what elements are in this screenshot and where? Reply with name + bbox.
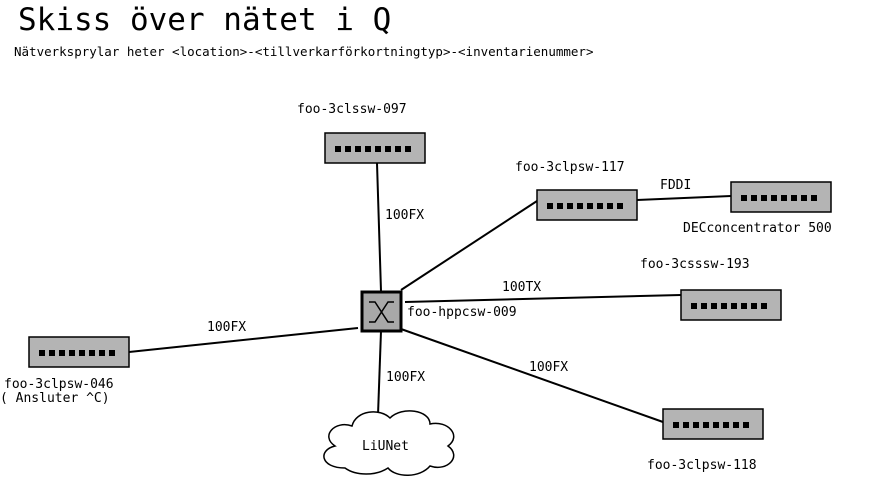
switch-icon: [369, 301, 394, 323]
label-sw193: foo-3csssw-193: [640, 257, 750, 272]
link-label-046: 100FX: [207, 320, 246, 335]
port-icon: [711, 303, 717, 309]
diagram-title: Skiss över nätet i Q: [18, 2, 391, 38]
device-foo-3clssw-097[interactable]: [324, 132, 426, 164]
diagram-subtitle: Nätverksprylar heter <location>-<tillver…: [14, 44, 593, 59]
cloud-label: LiUNet: [362, 439, 409, 454]
link-label-193: 100TX: [502, 280, 541, 295]
cloud-icon: [323, 410, 455, 476]
link-core-118: [400, 328, 664, 423]
port-icon: [731, 303, 737, 309]
cloud-liunet[interactable]: LiUNet: [323, 410, 455, 476]
port-icon: [395, 146, 401, 152]
port-icon: [99, 350, 105, 356]
port-icon: [617, 203, 623, 209]
port-icon: [721, 303, 727, 309]
port-icon: [79, 350, 85, 356]
port-icon: [335, 146, 341, 152]
port-icon: [39, 350, 45, 356]
link-label-liunet: 100FX: [386, 370, 425, 385]
port-icon: [683, 422, 689, 428]
port-icon: [691, 303, 697, 309]
port-icon: [587, 203, 593, 209]
port-icon: [751, 303, 757, 309]
device-foo-hppcsw-009[interactable]: [360, 290, 403, 333]
port-icon: [345, 146, 351, 152]
port-icon: [375, 146, 381, 152]
label-sw046-note: ( Ansluter ^C): [0, 391, 110, 406]
port-icon: [69, 350, 75, 356]
port-icon: [547, 203, 553, 209]
link-core-046: [128, 327, 359, 353]
port-icon: [703, 422, 709, 428]
port-icon: [577, 203, 583, 209]
port-icon: [781, 195, 787, 201]
port-icon: [791, 195, 797, 201]
port-icon: [761, 195, 767, 201]
port-icon: [733, 422, 739, 428]
port-icon: [771, 195, 777, 201]
device-decconcentrator-500[interactable]: [730, 181, 832, 213]
port-icon: [741, 303, 747, 309]
port-icon: [607, 203, 613, 209]
label-dec: DECconcentrator 500: [683, 221, 832, 236]
label-sw046: foo-3clpsw-046: [4, 377, 114, 392]
label-sw117: foo-3clpsw-117: [515, 160, 625, 175]
link-label-097: 100FX: [385, 208, 424, 223]
link-label-fddi: FDDI: [660, 178, 691, 193]
link-core-097: [376, 162, 382, 292]
device-foo-3clpsw-118[interactable]: [662, 408, 764, 440]
port-icon: [741, 195, 747, 201]
port-icon: [567, 203, 573, 209]
port-icon: [713, 422, 719, 428]
link-core-193: [404, 294, 682, 303]
port-icon: [743, 422, 749, 428]
port-icon: [89, 350, 95, 356]
device-foo-3csssw-193[interactable]: [680, 289, 782, 321]
port-icon: [761, 303, 767, 309]
port-icon: [811, 195, 817, 201]
port-icon: [109, 350, 115, 356]
port-icon: [751, 195, 757, 201]
link-core-liunet: [377, 330, 382, 416]
link-core-117: [400, 200, 538, 291]
port-icon: [405, 146, 411, 152]
label-sw097: foo-3clssw-097: [297, 102, 407, 117]
port-icon: [723, 422, 729, 428]
link-117-dec: [636, 195, 732, 201]
label-sw118: foo-3clpsw-118: [647, 458, 757, 473]
link-label-118: 100FX: [529, 360, 568, 375]
port-icon: [355, 146, 361, 152]
device-foo-3clpsw-046[interactable]: [28, 336, 130, 368]
port-icon: [597, 203, 603, 209]
port-icon: [557, 203, 563, 209]
port-icon: [365, 146, 371, 152]
device-foo-3clpsw-117[interactable]: [536, 189, 638, 221]
port-icon: [59, 350, 65, 356]
label-core: foo-hppcsw-009: [407, 305, 517, 320]
port-icon: [673, 422, 679, 428]
port-icon: [693, 422, 699, 428]
port-icon: [701, 303, 707, 309]
port-icon: [49, 350, 55, 356]
port-icon: [385, 146, 391, 152]
port-icon: [801, 195, 807, 201]
